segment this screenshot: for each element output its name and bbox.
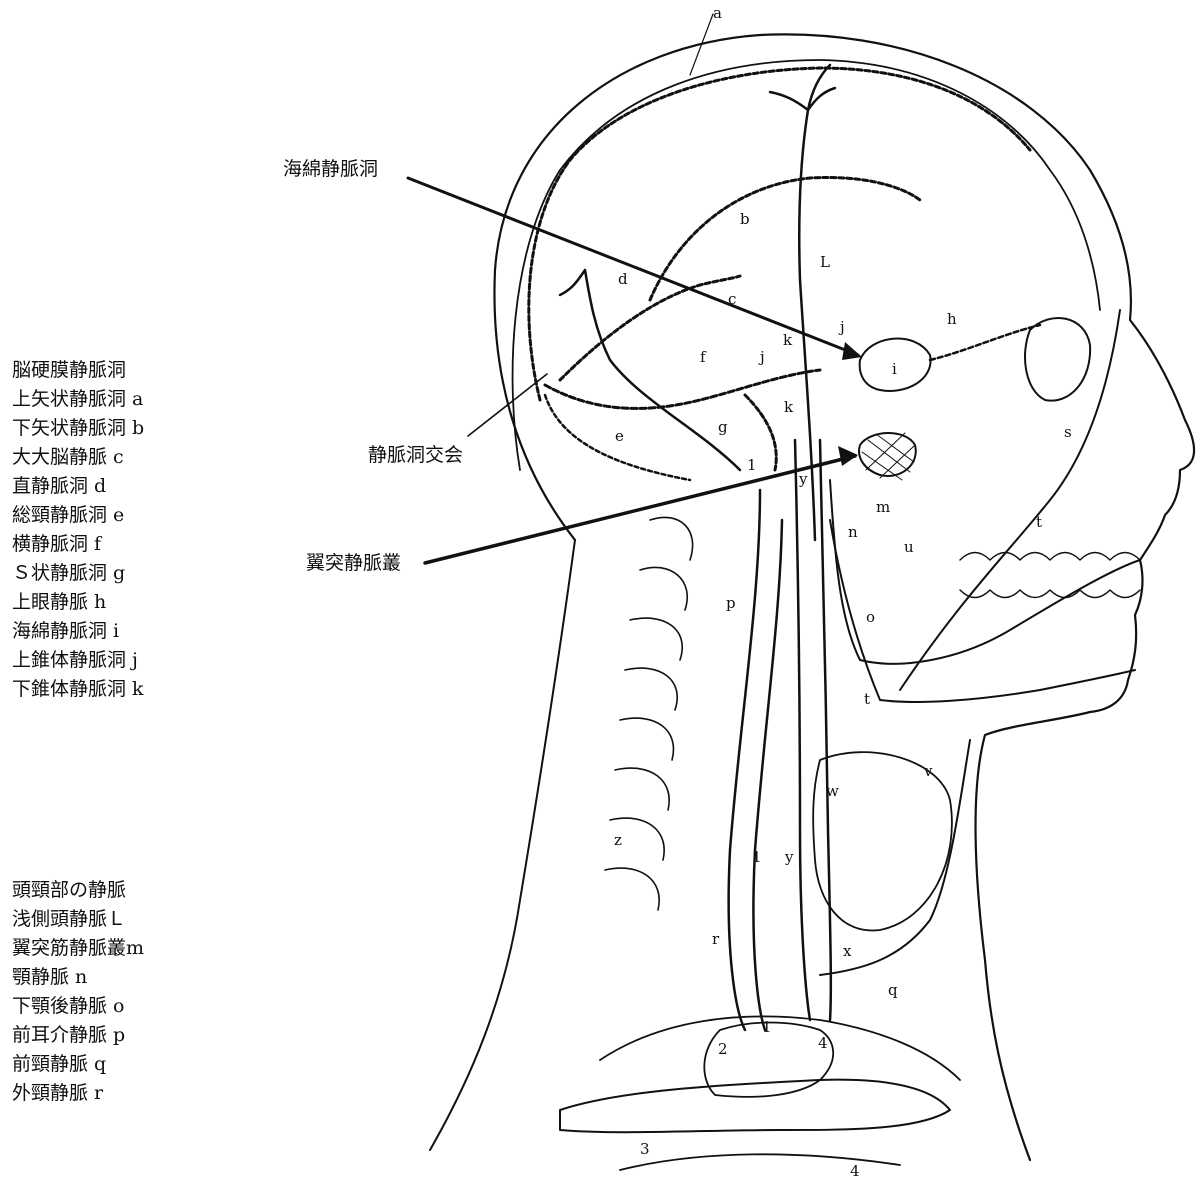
legend-item: 浅側頭静脈Ｌ xyxy=(12,905,144,934)
letter-x: x xyxy=(843,942,852,960)
letter-k: k xyxy=(783,331,793,349)
legend-item: 上眼静脈 h xyxy=(12,588,144,617)
external-jugular-vein xyxy=(729,490,782,1030)
letter-s: s xyxy=(1064,423,1072,441)
confluence-callout: 静脈洞交会 xyxy=(368,440,463,467)
letter-y: y xyxy=(798,470,808,488)
head-outline xyxy=(494,34,1194,1160)
straight-sinus xyxy=(560,276,740,380)
legend-item: 直静脈洞 d xyxy=(12,472,144,501)
transverse-sinus xyxy=(545,370,820,408)
legend-item: 下錐体静脈洞 k xyxy=(12,675,144,704)
letter-t: t xyxy=(1036,513,1042,531)
pterygoid-plexus-hatch xyxy=(862,433,914,480)
legend-sinuses-heading: 脳硬膜静脈洞 xyxy=(12,356,144,385)
letter-a-leader xyxy=(690,14,713,75)
letter-m: m xyxy=(876,498,890,516)
letter-r: r xyxy=(712,930,720,948)
legend-item: 外頸静脈 r xyxy=(12,1079,144,1108)
letter-e: e xyxy=(615,427,624,445)
legend-item: 上矢状静脈洞 a xyxy=(12,385,144,414)
letter-j-2: j xyxy=(758,348,765,366)
legend-item: 下矢状静脈洞 b xyxy=(12,414,144,443)
legend-item: 大大脳静脈 c xyxy=(12,443,144,472)
letter-y-2: y xyxy=(784,848,794,866)
letter-a: a xyxy=(713,4,722,22)
legend-item: 上錐体静脈洞 j xyxy=(12,646,144,675)
number-2: 2 xyxy=(718,1040,728,1058)
number-3: 3 xyxy=(640,1140,650,1158)
letter-L: L xyxy=(820,253,830,271)
number-1-b: 1 xyxy=(752,848,762,866)
cavernous-arrowhead xyxy=(842,342,862,360)
legend-item: 下顎後静脈 o xyxy=(12,992,144,1021)
pterygoid-arrowhead xyxy=(838,446,858,466)
facial-vein xyxy=(900,310,1120,690)
letter-c: c xyxy=(728,290,736,308)
pterygoid-plexus-pointer xyxy=(425,456,855,563)
number-4-b: 4 xyxy=(850,1162,860,1180)
legend-veins-heading: 頭頸部の静脈 xyxy=(12,876,144,905)
internal-jugular-vein xyxy=(795,440,831,1020)
letter-n: n xyxy=(848,523,858,541)
letter-h: h xyxy=(947,310,957,328)
inferior-sagittal-sinus xyxy=(650,177,920,300)
superior-ophthalmic-vein xyxy=(930,325,1040,360)
confluence-pointer xyxy=(468,374,547,436)
letter-o: o xyxy=(866,608,875,626)
legend-item: Ｓ状静脈洞 g xyxy=(12,559,144,588)
cervical-vertebrae xyxy=(605,517,693,910)
letter-f: f xyxy=(700,348,707,366)
legend-item: 横静脈洞 f xyxy=(12,530,144,559)
legend-item: 顎静脈 n xyxy=(12,963,144,992)
letter-b: b xyxy=(740,210,750,228)
legend-veins: 頭頸部の静脈 浅側頭静脈Ｌ 翼突筋静脈叢m 顎静脈 n 下顎後静脈 o 前耳介静… xyxy=(12,876,144,1108)
cavernous-sinus-callout: 海綿静脈洞 xyxy=(283,154,378,181)
letter-k-2: k xyxy=(784,398,794,416)
letter-d: d xyxy=(618,270,628,288)
neck-back-outline xyxy=(430,540,575,1150)
legend-item: 前頸静脈 q xyxy=(12,1050,144,1079)
number-1: 1 xyxy=(747,456,757,474)
letter-p: p xyxy=(726,594,736,612)
clavicle-outline xyxy=(560,1080,950,1133)
letter-u: u xyxy=(904,538,914,556)
legend-item: 総頸静脈洞 e xyxy=(12,501,144,530)
letter-z: z xyxy=(614,831,622,849)
rib-outline xyxy=(600,1016,960,1170)
letter-g: g xyxy=(718,418,728,436)
letter-i: i xyxy=(892,360,897,378)
legend-item: 前耳介静脈 p xyxy=(12,1021,144,1050)
pterygoid-plexus-callout: 翼突静脈叢 xyxy=(306,548,401,575)
number-1-c: 1 xyxy=(762,1018,772,1036)
cavernous-sinus-pointer xyxy=(408,178,858,355)
letter-v: v xyxy=(923,762,933,780)
legend-item: 海綿静脈洞 i xyxy=(12,617,144,646)
superior-sagittal-sinus xyxy=(529,68,1030,400)
letter-q: q xyxy=(888,981,898,999)
letter-w: w xyxy=(826,782,839,800)
letter-j: j xyxy=(838,318,845,336)
legend-sinuses: 脳硬膜静脈洞 上矢状静脈洞 a 下矢状静脈洞 b 大大脳静脈 c 直静脈洞 d … xyxy=(12,356,144,704)
orbit-outline xyxy=(1025,318,1090,401)
letter-t-2: t xyxy=(864,690,870,708)
legend-item: 翼突筋静脈叢m xyxy=(12,934,144,963)
number-4: 4 xyxy=(818,1034,828,1052)
retromandibular-vein xyxy=(830,520,1135,702)
